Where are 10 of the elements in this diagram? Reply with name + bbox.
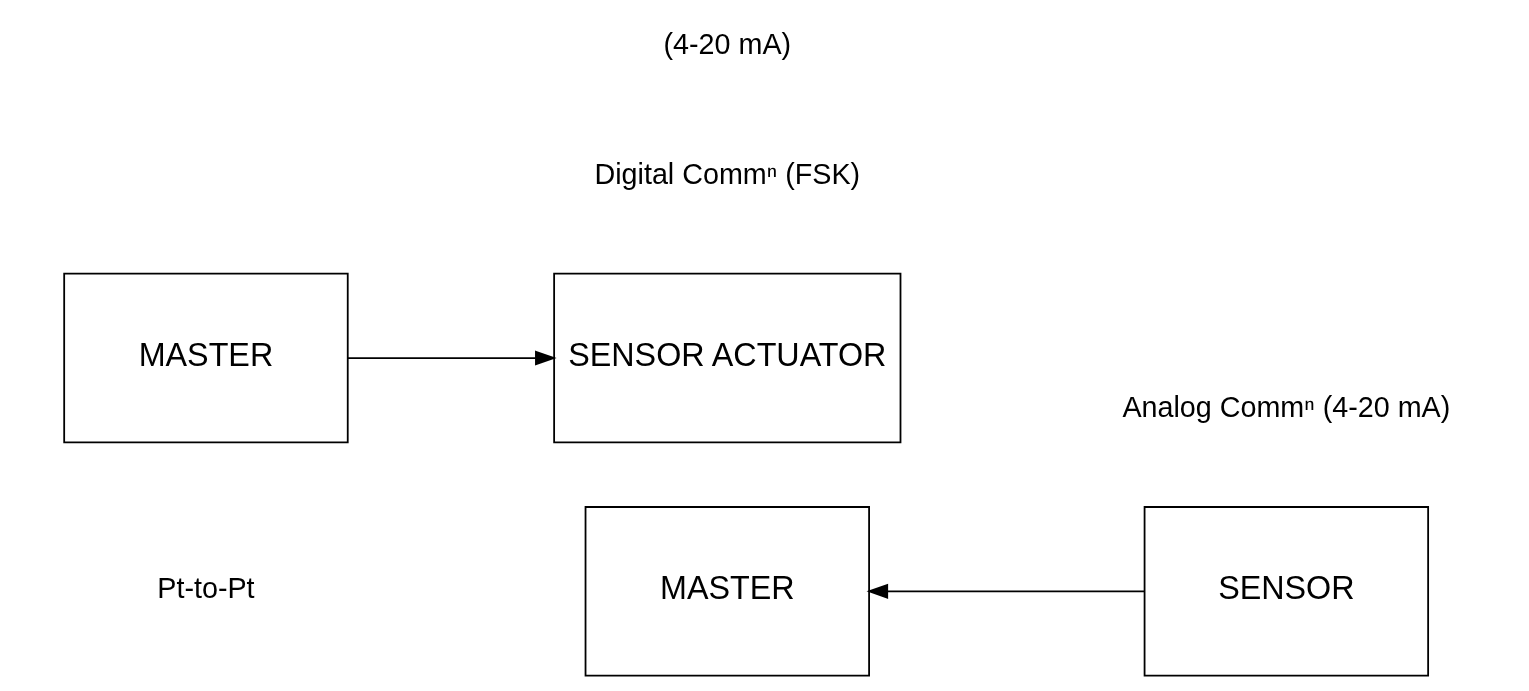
node-box: SENSOR <box>1143 506 1429 677</box>
label: Analog Commⁿ (4-20 mA) <box>1121 390 1450 423</box>
node-box: MASTER <box>62 272 349 444</box>
arrow <box>866 583 1145 599</box>
label: (4-20 mA) <box>663 28 791 61</box>
label: Digital Commⁿ (FSK) <box>593 157 860 190</box>
label: Pt-to-Pt <box>156 572 255 605</box>
arrow <box>346 350 557 366</box>
node-box: SENSOR ACTUATOR <box>552 272 901 444</box>
node-box: MASTER <box>584 506 870 677</box>
